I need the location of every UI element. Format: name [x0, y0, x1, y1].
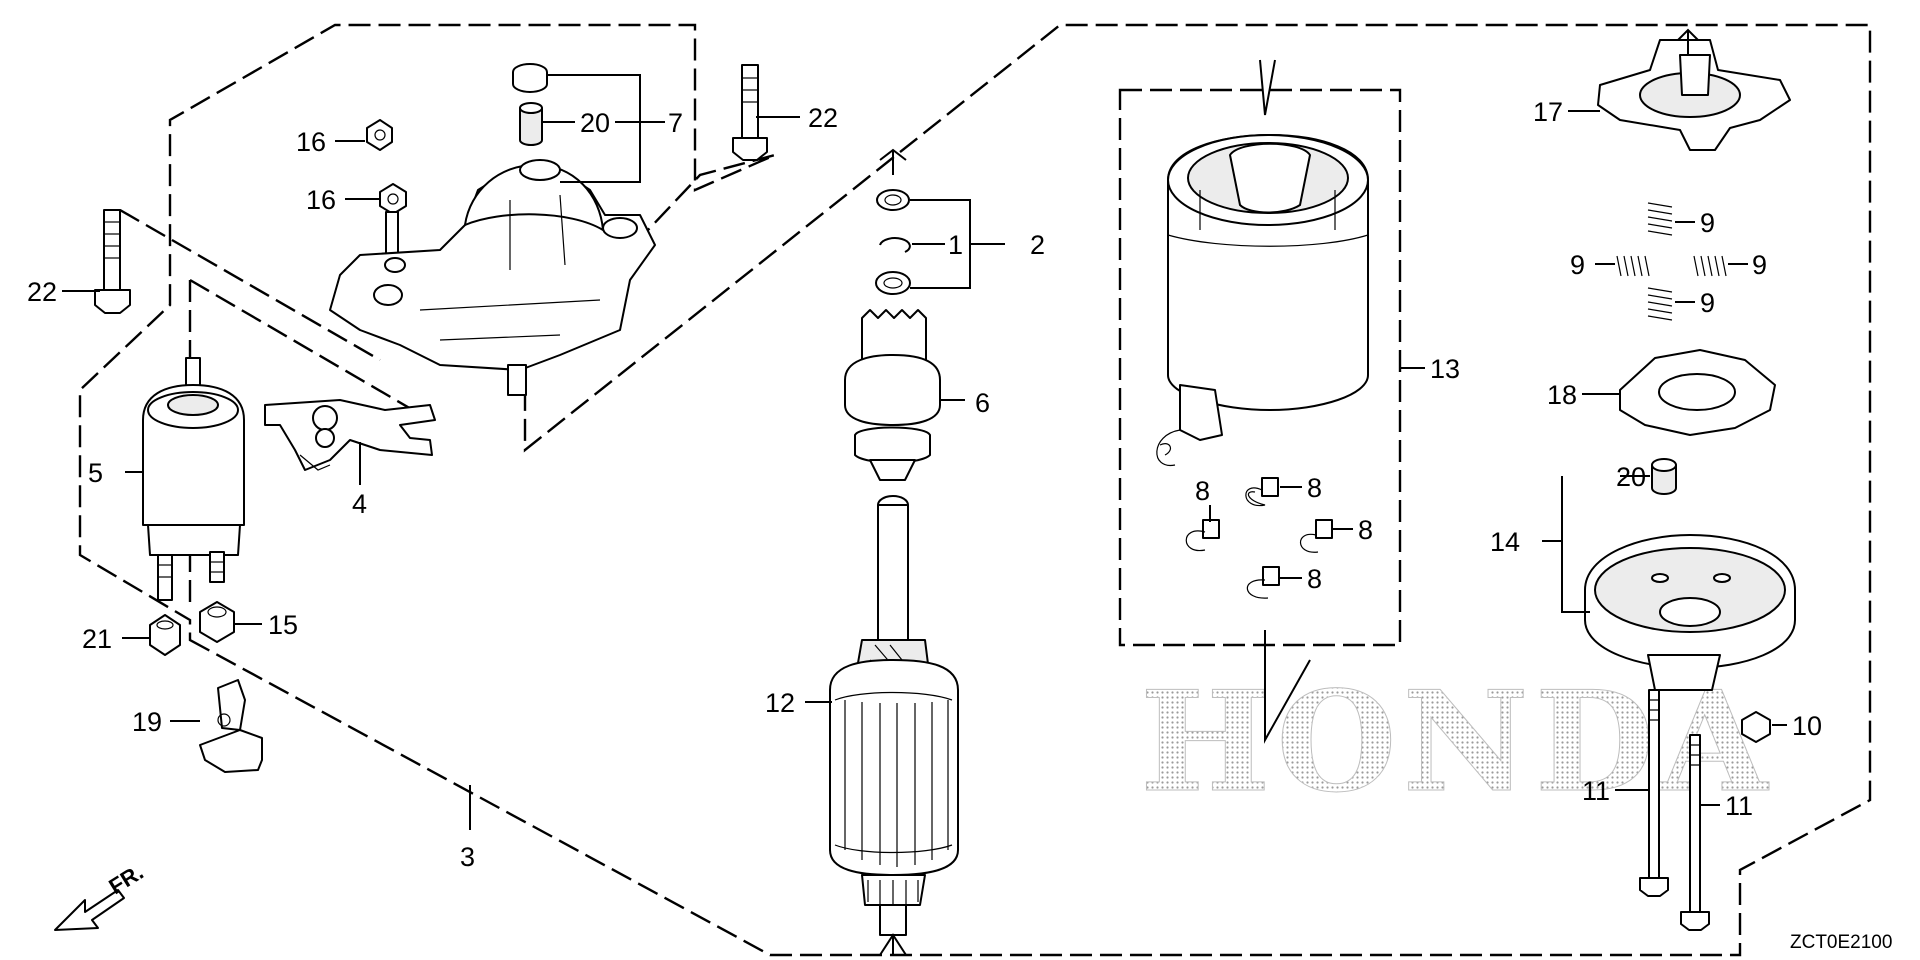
callout-9-a: 9	[1700, 208, 1715, 238]
rear-cover-14	[1584, 534, 1796, 691]
terminal-cover-19	[199, 679, 263, 773]
group-outline-starter	[78, 23, 1872, 957]
brush-8-a	[1245, 477, 1279, 507]
pinion-gear-6	[844, 309, 941, 481]
callout-5: 5	[88, 458, 103, 488]
cap-7	[512, 63, 548, 93]
spring-9-top	[1647, 202, 1673, 236]
callout-8-b: 8	[1195, 476, 1210, 506]
callout-7: 7	[668, 108, 683, 138]
brush-8-d	[1246, 566, 1280, 599]
callout-2: 2	[1030, 230, 1045, 260]
callout-1: 1	[948, 230, 963, 260]
washer-upper	[876, 189, 910, 211]
callout-11-a: 11	[1582, 776, 1610, 806]
through-bolt-11-left	[1639, 689, 1669, 897]
callout-22-a: 22	[27, 277, 57, 307]
callout-22-b: 22	[808, 103, 838, 133]
callout-19: 19	[132, 707, 162, 737]
washer-lower	[875, 271, 911, 295]
front-housing	[329, 159, 656, 396]
nut-15	[199, 601, 235, 643]
drawing-code: ZCT0E2100	[1790, 932, 1892, 953]
shift-lever-4	[264, 399, 436, 471]
spring-9-left	[1616, 255, 1650, 277]
direction-label: FR.	[104, 859, 147, 899]
callout-16-b: 16	[306, 185, 336, 215]
callout-11-b: 11	[1725, 791, 1753, 821]
callout-13: 13	[1430, 354, 1460, 384]
yoke-assembly-13	[1156, 134, 1369, 466]
spring-9-right	[1693, 255, 1727, 277]
callout-15: 15	[268, 610, 298, 640]
callout-8-a: 8	[1307, 473, 1322, 503]
bolt-22-left	[94, 209, 131, 314]
front-direction-arrow-icon	[54, 889, 125, 931]
snap-ring-1	[879, 237, 911, 253]
nut-10	[1741, 711, 1771, 743]
callout-6: 6	[975, 388, 990, 418]
callout-4: 4	[352, 489, 367, 519]
brush-8-c	[1300, 519, 1333, 553]
callout-8-c: 8	[1358, 515, 1373, 545]
callout-17: 17	[1533, 97, 1563, 127]
callout-21: 21	[82, 624, 112, 654]
callout-14: 14	[1490, 527, 1520, 557]
brush-8-b	[1185, 519, 1220, 552]
callout-10: 10	[1792, 711, 1822, 741]
bushing-20-upper	[519, 102, 543, 146]
through-bolt-11-right	[1680, 734, 1710, 931]
group-outline-brush	[1118, 88, 1402, 647]
nut-16-upper	[366, 119, 393, 151]
armature-12	[829, 495, 959, 936]
callout-8-d: 8	[1307, 564, 1322, 594]
solenoid-5	[142, 357, 245, 601]
callout-3: 3	[460, 842, 475, 872]
callout-20-b: 20	[1616, 462, 1646, 492]
bushing-20-lower	[1651, 458, 1677, 495]
nut-21	[149, 614, 181, 656]
callout-16-a: 16	[296, 127, 326, 157]
brush-plate-18	[1619, 349, 1776, 436]
callout-12: 12	[765, 688, 795, 718]
leader-lines	[62, 28, 1787, 956]
callout-9-d: 9	[1700, 288, 1715, 318]
spring-9-bottom	[1647, 287, 1673, 321]
callout-18: 18	[1547, 380, 1577, 410]
callout-9-c: 9	[1752, 250, 1767, 280]
callout-9-b: 9	[1570, 250, 1585, 280]
callout-20-a: 20	[580, 108, 610, 138]
brush-holder-17	[1597, 39, 1791, 151]
bolt-22-right	[732, 64, 768, 161]
